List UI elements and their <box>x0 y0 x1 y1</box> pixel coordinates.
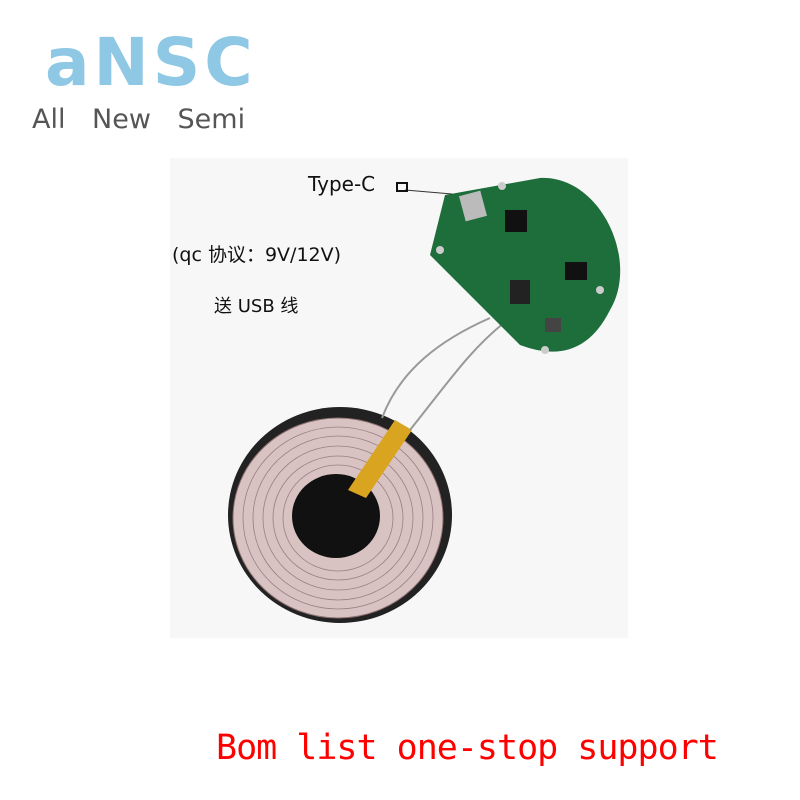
pcb-board <box>430 177 621 354</box>
protocol-label: (qc 协议：9V/12V) <box>172 244 342 266</box>
charging-coil <box>228 407 452 623</box>
type-c-label: Type-C <box>308 172 376 196</box>
footer-slogan: Bom list one-stop support <box>216 728 719 768</box>
usb-cable-label: 送 USB 线 <box>214 296 299 317</box>
wires <box>381 317 506 431</box>
brand-logo: aNSC <box>45 24 257 101</box>
brand-tagline: All New Semi <box>32 104 246 135</box>
